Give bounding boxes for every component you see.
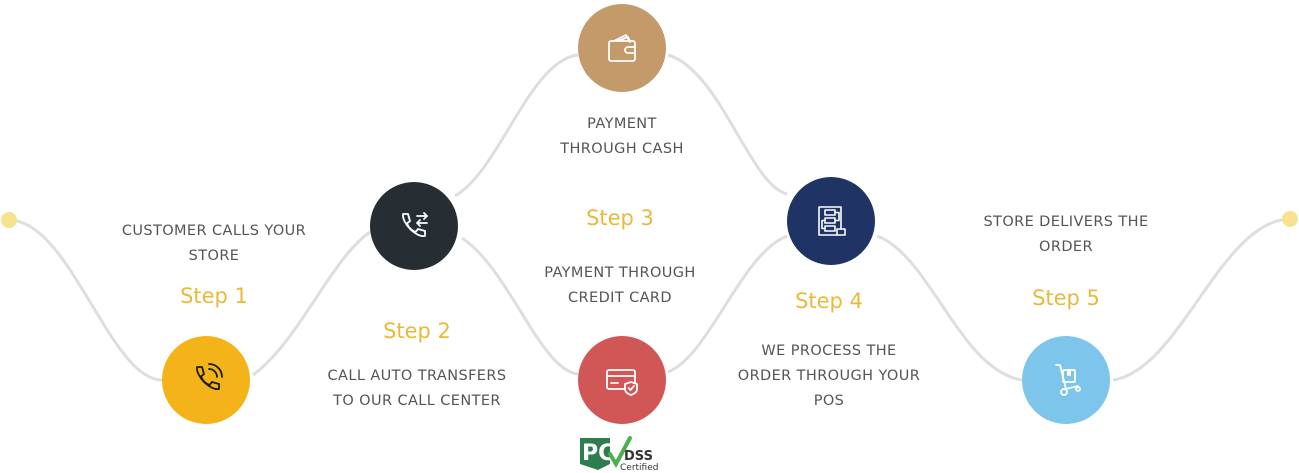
- start-endpoint: [1, 212, 17, 228]
- phone-transfer-icon: [402, 212, 428, 237]
- step2-label: Step 2: [383, 319, 451, 343]
- step1-label: Step 1: [180, 284, 248, 308]
- step4-circle: [787, 177, 875, 265]
- step3-label: Step 3: [586, 206, 654, 230]
- pos-flowchart-icon: [818, 206, 846, 236]
- credit-card-shield-icon: [606, 369, 638, 396]
- path-step5-to-end: [1112, 217, 1290, 382]
- step4-label: Step 4: [795, 289, 863, 313]
- pci-dss-certified-badge: PCI DSS Certified: [580, 436, 658, 472]
- step2-circle: [370, 182, 458, 270]
- step3-cash-circle: [578, 4, 666, 92]
- step5-circle: [1022, 336, 1110, 424]
- path-cash-to-step4: [667, 53, 788, 196]
- step1-circle: [162, 336, 250, 424]
- step3-card-circle: [578, 336, 666, 424]
- svg-text:Certified: Certified: [620, 463, 658, 472]
- hand-truck-icon: [1055, 364, 1081, 396]
- wallet-icon: [608, 34, 636, 62]
- path-start-to-step1: [8, 218, 163, 382]
- end-endpoint: [1282, 211, 1298, 227]
- path-card-to-step4: [667, 234, 788, 374]
- phone-ringing-icon: [196, 363, 223, 390]
- svg-text:DSS: DSS: [624, 449, 653, 464]
- step5-label: Step 5: [1032, 286, 1100, 310]
- path-step1-to-step2: [252, 230, 371, 377]
- path-step2-to-card: [461, 236, 579, 376]
- path-step4-to-step5: [876, 234, 1023, 382]
- path-step2-to-cash: [454, 53, 579, 198]
